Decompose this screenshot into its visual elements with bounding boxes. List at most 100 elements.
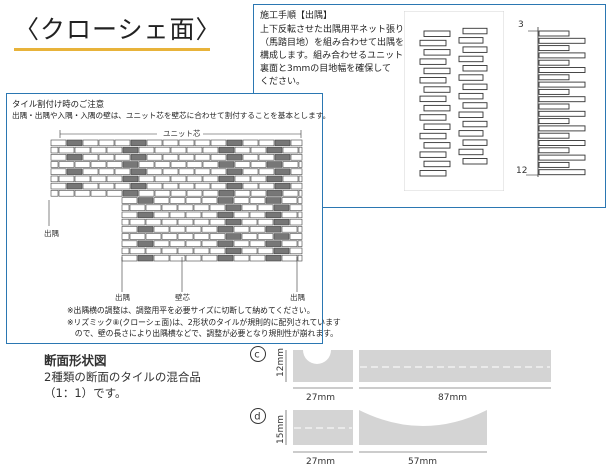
corner-tile <box>458 55 484 63</box>
wall-tile <box>250 190 267 197</box>
side-tile <box>538 161 570 168</box>
wall-tile <box>281 240 298 247</box>
wall-tile <box>114 154 131 161</box>
wall-tile <box>266 146 283 154</box>
corner-tile <box>419 58 447 65</box>
section-c-tile-2 <box>359 350 551 382</box>
wall-tile <box>177 233 194 240</box>
side-tile <box>538 169 586 176</box>
wall-tile <box>209 218 226 226</box>
wall-tile <box>82 182 99 190</box>
wall-tile <box>146 154 163 161</box>
corner-tile <box>423 123 451 130</box>
corner-side-drawing: 3 12 <box>516 20 586 177</box>
wall-tile <box>137 254 154 262</box>
wall-tile <box>209 204 226 211</box>
wall-tile <box>202 190 219 197</box>
wall-tile <box>130 168 147 175</box>
wall-tile <box>210 168 227 175</box>
side-tile <box>538 110 586 117</box>
wall-tile <box>122 146 139 154</box>
layout-subheading: 出隅・出隅や入隅・入隅の壁は、ユニット芯を壁芯に合わせて割付することを基本としま… <box>12 111 331 120</box>
wall-tile <box>226 139 243 147</box>
wall-tile <box>130 139 147 147</box>
wall-tile <box>217 254 234 262</box>
wall-tile <box>201 197 218 204</box>
side-tile <box>538 74 570 81</box>
wall-tile <box>241 247 258 255</box>
wall-tile <box>121 240 138 247</box>
wall-tile <box>185 226 202 233</box>
wall-tile <box>193 247 210 255</box>
wall-tile <box>153 226 170 233</box>
side-tile <box>538 96 586 103</box>
wall-tile <box>201 240 218 247</box>
wall-tile <box>249 240 266 247</box>
wall-tile <box>98 182 115 190</box>
wall-tile <box>281 254 298 262</box>
wall-tile <box>210 154 227 161</box>
construction-heading: 施工手順【出隅】 <box>260 11 333 21</box>
corner-tile <box>423 160 451 168</box>
wall-tile <box>258 139 275 147</box>
side-tile <box>538 132 570 139</box>
corner-tile <box>423 49 451 56</box>
corner-tile <box>423 30 451 37</box>
corner-tile <box>462 83 488 91</box>
wall-tile <box>202 175 219 183</box>
section-c-marker: c <box>254 350 260 361</box>
wall-tile <box>290 182 303 190</box>
corner-tile <box>419 39 447 47</box>
wall-tile <box>234 146 251 154</box>
wall-tile <box>161 247 178 255</box>
wall-tile <box>170 146 187 154</box>
wall-tile <box>82 168 99 175</box>
wall-tile <box>242 168 259 175</box>
wall-tile <box>282 175 299 183</box>
wall-tile <box>98 168 115 175</box>
wall-core-label: 壁芯 <box>175 292 190 302</box>
wall-tile <box>225 233 242 240</box>
wall-tile <box>74 161 91 168</box>
wall-tile <box>50 161 59 168</box>
wall-tile <box>241 204 258 211</box>
wall-tile <box>233 226 250 233</box>
wall-tile <box>121 226 138 233</box>
corner-tile <box>419 95 447 103</box>
side-tile <box>538 147 570 154</box>
wall-tile <box>121 247 130 255</box>
wall-tile <box>186 161 203 168</box>
wall-tile <box>129 204 146 211</box>
wall-tile <box>146 168 163 175</box>
wall-tile <box>218 175 235 183</box>
wall-tile <box>297 254 303 262</box>
corner-label-left: 出隅 <box>44 228 59 238</box>
wall-tile <box>58 146 75 154</box>
wall-tile <box>274 154 291 161</box>
wall-tile <box>234 175 251 183</box>
corner-tile <box>423 104 451 112</box>
section-c-width-1: 27mm <box>306 393 335 403</box>
wall-tile <box>122 161 139 168</box>
wall-tile <box>169 211 186 219</box>
side-tile <box>538 45 570 52</box>
wall-tile <box>177 247 194 255</box>
wall-tile <box>90 146 107 154</box>
wall-tile <box>74 190 91 197</box>
wall-tile <box>297 197 303 204</box>
wall-tile <box>250 146 267 154</box>
wall-tile <box>265 240 282 247</box>
wall-tile <box>82 154 99 161</box>
wall-tile <box>154 146 171 154</box>
wall-tile <box>217 240 234 247</box>
wall-tile <box>50 168 67 175</box>
wall-tile <box>233 240 250 247</box>
wall-tile <box>130 154 147 161</box>
wall-tile <box>169 240 186 247</box>
wall-tile <box>273 204 290 211</box>
wall-tile <box>170 161 187 168</box>
side-tile <box>538 30 570 37</box>
dim-12-label: 12 <box>516 166 527 176</box>
wall-tile <box>298 161 303 168</box>
wall-tile <box>58 190 75 197</box>
